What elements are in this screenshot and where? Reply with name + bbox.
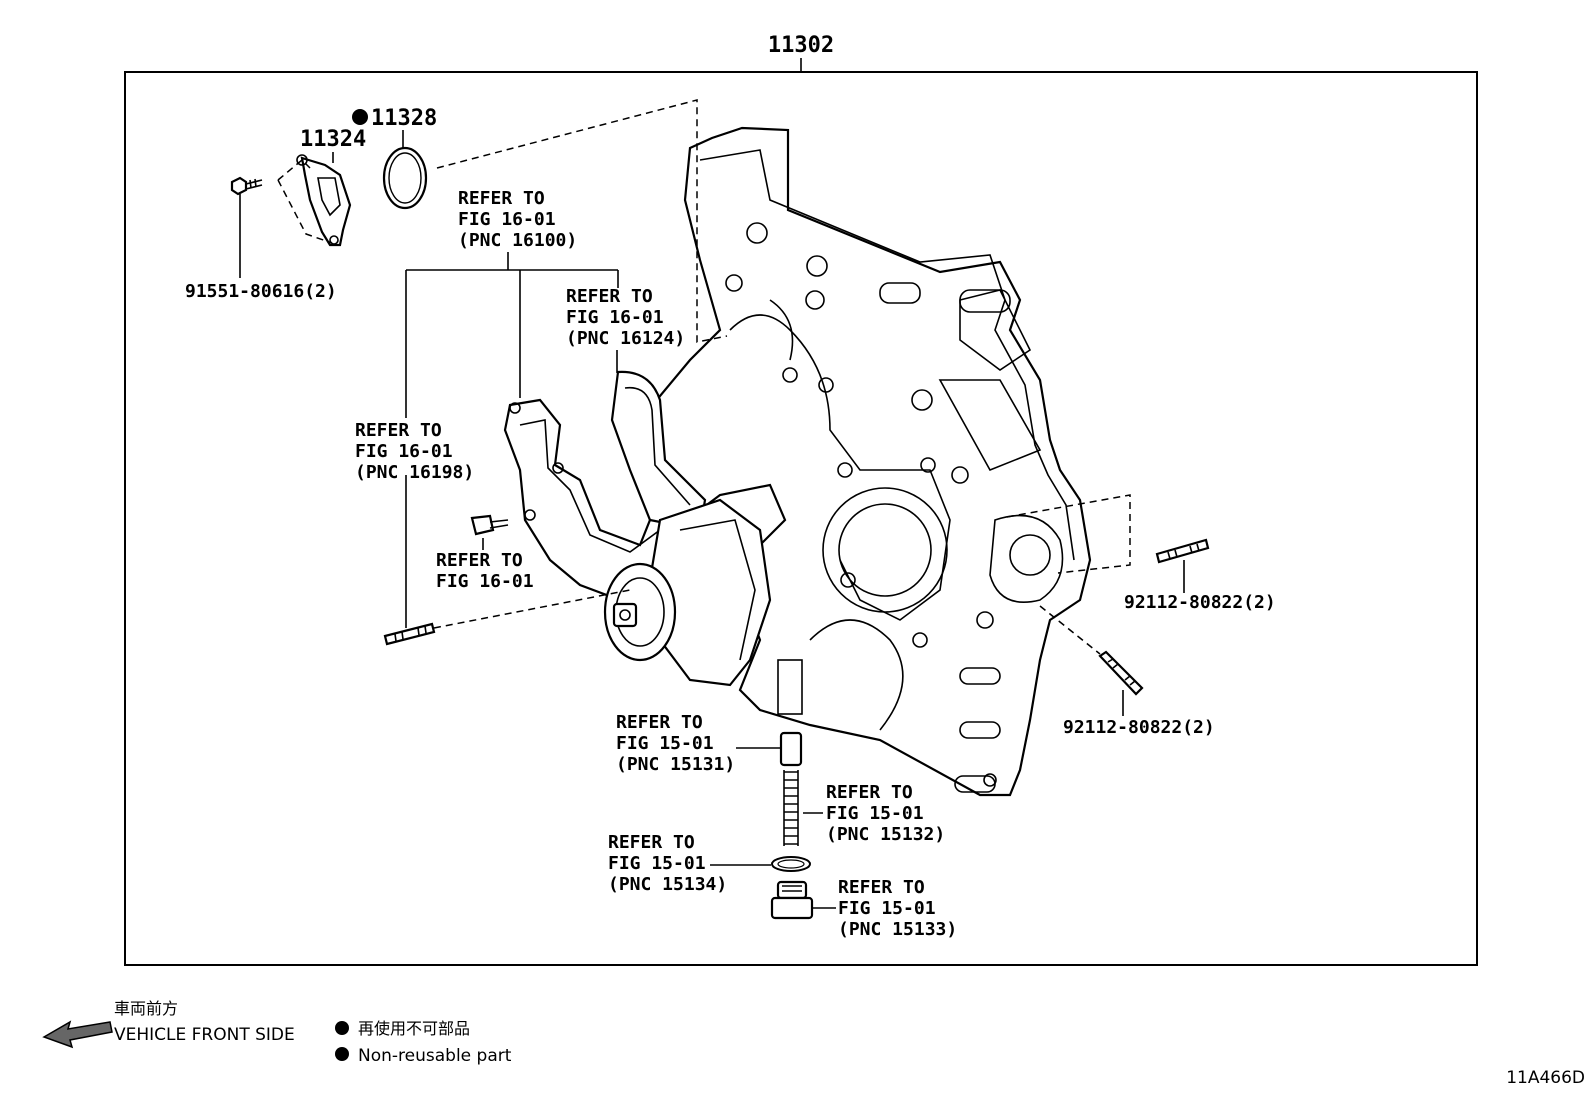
svg-text:REFER TO: REFER TO xyxy=(355,420,442,441)
ref-pnc-15134[interactable]: REFER TO FIG 15-01 (PNC 15134) xyxy=(608,832,727,895)
non-reusable-label-jp: 再使用不可部品 xyxy=(358,1019,470,1038)
svg-text:REFER TO: REFER TO xyxy=(458,188,545,209)
ref-pnc-15132[interactable]: REFER TO FIG 15-01 (PNC 15132) xyxy=(826,782,945,845)
svg-text:FIG 16-01: FIG 16-01 xyxy=(458,209,556,230)
bolt-91551-drawing xyxy=(230,176,263,278)
svg-text:FIG 15-01: FIG 15-01 xyxy=(826,803,924,824)
svg-text:(PNC 16100): (PNC 16100) xyxy=(458,230,577,251)
part-number-92112-80822-upper[interactable]: 92112-80822(2) xyxy=(1124,592,1276,613)
svg-text:(PNC 15134): (PNC 15134) xyxy=(608,874,727,895)
svg-text:FIG 16-01: FIG 16-01 xyxy=(355,441,453,462)
svg-text:FIG 16-01: FIG 16-01 xyxy=(436,571,534,592)
vehicle-front-arrow-icon xyxy=(42,1020,113,1049)
non-reusable-marker-icon xyxy=(352,109,368,125)
stud-left-drawing xyxy=(383,589,631,646)
plate-11324-drawing xyxy=(277,154,352,247)
legend-bullet-icon xyxy=(335,1021,349,1035)
figure-code: 11A466D xyxy=(1506,1068,1585,1088)
part-number-11328[interactable]: 11328 xyxy=(371,106,437,131)
ref-fig-16-01[interactable]: REFER TO FIG 16-01 xyxy=(436,550,534,592)
water-pump-drawing xyxy=(603,498,772,687)
non-reusable-label: Non-reusable part xyxy=(358,1046,512,1066)
svg-text:FIG 16-01: FIG 16-01 xyxy=(566,307,664,328)
svg-text:FIG 15-01: FIG 15-01 xyxy=(616,733,714,754)
ref-pnc-15133[interactable]: REFER TO FIG 15-01 (PNC 15133) xyxy=(838,877,957,940)
svg-text:(PNC 15131): (PNC 15131) xyxy=(616,754,735,775)
gasket-middle-drawing xyxy=(610,370,707,532)
svg-text:(PNC 16124): (PNC 16124) xyxy=(566,328,685,349)
svg-text:REFER TO: REFER TO xyxy=(838,877,925,898)
part-number-92112-80822-lower[interactable]: 92112-80822(2) xyxy=(1063,717,1215,738)
svg-text:REFER TO: REFER TO xyxy=(436,550,523,571)
svg-text:REFER TO: REFER TO xyxy=(616,712,703,733)
svg-text:REFER TO: REFER TO xyxy=(608,832,695,853)
svg-text:(PNC 15133): (PNC 15133) xyxy=(838,919,957,940)
timing-cover-drawing xyxy=(638,126,1092,797)
stud-right-lower-drawing xyxy=(1039,605,1144,716)
o-ring-11328-drawing xyxy=(382,146,428,210)
stud-right-upper-drawing xyxy=(1155,538,1210,593)
vehicle-front-label-jp: 車両前方 xyxy=(114,999,178,1018)
svg-text:REFER TO: REFER TO xyxy=(566,286,653,307)
svg-text:FIG 15-01: FIG 15-01 xyxy=(608,853,706,874)
legend-bullet-icon xyxy=(335,1047,349,1061)
part-number-91551-80616[interactable]: 91551-80616(2) xyxy=(185,281,337,302)
part-number-11302[interactable]: 11302 xyxy=(768,33,834,58)
ref-pnc-16100[interactable]: REFER TO FIG 16-01 (PNC 16100) xyxy=(458,188,577,251)
ref-pnc-15131[interactable]: REFER TO FIG 15-01 (PNC 15131) xyxy=(616,712,735,775)
svg-text:(PNC 15132): (PNC 15132) xyxy=(826,824,945,845)
vehicle-front-label: VEHICLE FRONT SIDE xyxy=(114,1025,295,1045)
ref-pnc-16198[interactable]: REFER TO FIG 16-01 (PNC 16198) xyxy=(355,420,474,483)
relief-valve-drawing xyxy=(770,731,814,920)
ref-pnc-16124[interactable]: REFER TO FIG 16-01 (PNC 16124) xyxy=(566,286,685,349)
part-number-11324[interactable]: 11324 xyxy=(300,127,366,152)
svg-text:REFER TO: REFER TO xyxy=(826,782,913,803)
svg-text:FIG 15-01: FIG 15-01 xyxy=(838,898,936,919)
svg-text:(PNC 16198): (PNC 16198) xyxy=(355,462,474,483)
